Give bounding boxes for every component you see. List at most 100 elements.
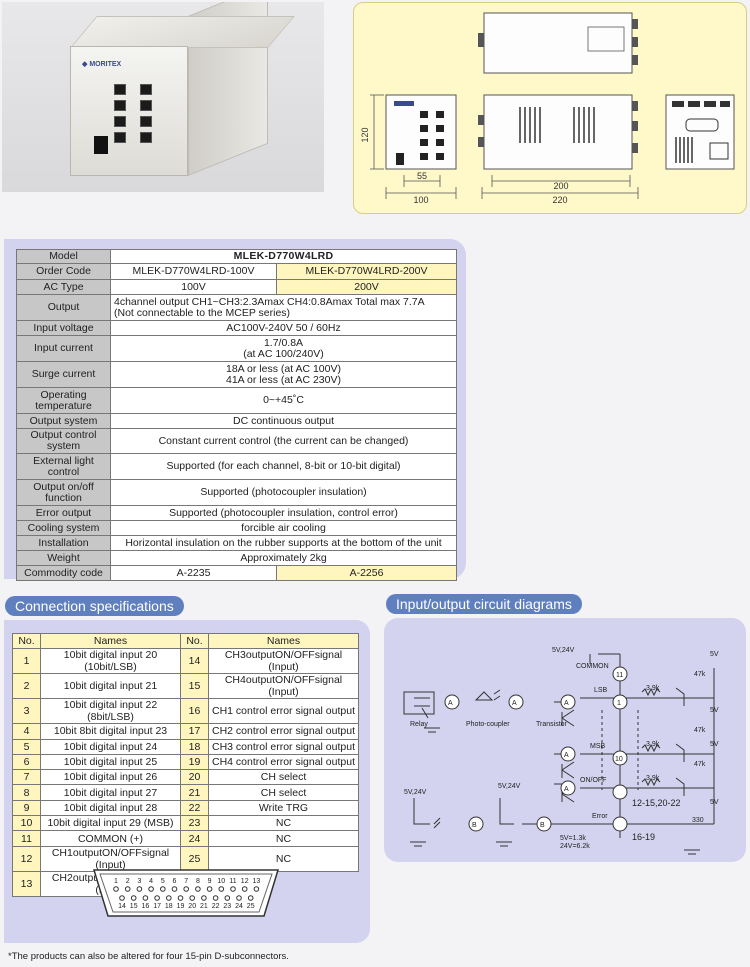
connector-pin [206, 886, 213, 892]
connector-pin-label: 2 [126, 878, 130, 885]
spec-model-value: MLEK-D770W4LRD [110, 249, 457, 264]
connector-pin [154, 895, 160, 901]
footnote: *The products can also be altered for fo… [8, 951, 289, 962]
pin-name: 10bit digital input 28 [40, 799, 181, 817]
connector-pin-label: 8 [196, 878, 200, 885]
dim-100: 100 [413, 195, 428, 205]
connector-pin [212, 895, 219, 901]
connector-pin-label: 12 [241, 878, 249, 885]
pin-number: 11 [12, 830, 41, 847]
connector-pin-label: 17 [153, 903, 161, 910]
pin-header-names-right: Names [208, 632, 359, 650]
connector-pin [166, 895, 172, 901]
connector-pin-label: 19 [177, 903, 185, 910]
connector-pin-label: 24 [235, 903, 243, 910]
io-label-n11: 11 [616, 672, 623, 679]
io-label-5v-4: 5V [710, 799, 719, 806]
spec-error-value: Supported (photocoupler insulation, cont… [110, 505, 457, 521]
pin-number: 5 [12, 738, 41, 755]
dim-220: 220 [552, 195, 567, 205]
io-label-a-photo: A [512, 700, 517, 707]
spec-order-code-200: MLEK-D770W4LRD-200V [276, 263, 457, 280]
connector-pin [230, 886, 236, 892]
unit-switch [140, 100, 152, 111]
pin-number: 1 [12, 648, 41, 675]
io-circuit-title: Input/output circuit diagrams [386, 594, 582, 614]
io-label-onoff: ON/OFF [580, 777, 606, 784]
connector-pin [124, 886, 131, 892]
pin-name: Write TRG [208, 799, 359, 817]
dim-200: 200 [553, 181, 568, 191]
spec-label-output-system: Output system [16, 413, 111, 429]
io-label-r330: 330 [692, 817, 704, 824]
connector-pin-label: 25 [247, 903, 255, 910]
pin-name: 10bit 8bit digital input 23 [40, 723, 181, 740]
spec-ac-200: 200V [276, 279, 457, 295]
pin-name: 10bit digital input 26 [40, 769, 181, 786]
io-label-msb: MSB [590, 743, 606, 750]
spec-label-installation: Installation [16, 535, 111, 551]
spec-installation-value: Horizontal insulation on the rubber supp… [110, 535, 457, 551]
io-label-res-note2: 24V=6.2k [560, 843, 590, 850]
connector-pin [160, 886, 166, 892]
pin-header-no-right: No. [180, 632, 209, 650]
connector-pin [136, 886, 143, 892]
io-label-n1: 1 [617, 700, 621, 707]
io-label-a-relay: A [448, 700, 453, 707]
pin-name: 10bit digital input 22 (8bit/LSB) [40, 698, 181, 725]
io-label-v524-mid: 5V,24V [498, 783, 521, 790]
pin-name: CH select [208, 784, 359, 801]
spec-output-line2: (Not connectable to the MCEP series) [114, 306, 291, 319]
connector-pin [241, 886, 248, 892]
connector-pin-label: 9 [208, 878, 212, 885]
io-label-lsb: LSB [594, 687, 608, 694]
pin-number: 23 [180, 815, 209, 832]
pin-number: 3 [12, 698, 41, 725]
connector-pin [142, 895, 149, 901]
connector-pin-label: 22 [212, 903, 220, 910]
connector-pin-label: 11 [229, 878, 236, 885]
pin-number: 21 [180, 784, 209, 801]
unit-switch [114, 116, 126, 127]
unit-switch [140, 132, 152, 143]
spec-input-current-value: 1.7/0.8A (at AC 100/240V) [110, 335, 457, 362]
io-label-r39k-1: 3.9k [646, 685, 660, 692]
io-label-b-mid: B [540, 822, 545, 829]
io-label-5v-3: 5V [710, 741, 719, 748]
connector-pin-label: 13 [253, 878, 261, 885]
spec-cooling-value: forcible air cooling [110, 520, 457, 536]
pin-number: 24 [180, 830, 209, 847]
connector-pin [247, 895, 254, 901]
connector-pin [201, 895, 207, 901]
io-label-r47k-1: 47k [694, 671, 706, 678]
connector-pin-label: 15 [130, 903, 138, 910]
spec-ext-light-value: Supported (for each channel, 8-bit or 10… [110, 453, 457, 480]
spec-label-cooling: Cooling system [16, 520, 111, 536]
unit-switch [114, 100, 126, 111]
spec-output-system-value: DC continuous output [110, 413, 457, 429]
spec-order-code-100: MLEK-D770W4LRD-100V [110, 263, 277, 280]
pin-name: CH3 control error signal output [208, 738, 359, 755]
dsub-connector-outline [92, 869, 280, 917]
pin-number: 10 [12, 815, 41, 832]
pin-number: 20 [180, 769, 209, 786]
io-label-a-transistor: A [564, 700, 569, 707]
connector-pin-label: 23 [223, 903, 231, 910]
spec-input-current-line1: 1.7/0.8A [263, 336, 304, 349]
unit-top-panel [70, 16, 295, 48]
connector-pin-label: 10 [217, 878, 225, 885]
pin-name: CH2 control error signal output [208, 723, 359, 740]
spec-label-weight: Weight [16, 550, 111, 566]
io-label-n10: 10 [615, 756, 623, 763]
pin-number: 6 [12, 753, 41, 771]
connector-pin [130, 895, 137, 901]
dimension-drawing-svg: 120 55 100 200 220 [360, 12, 735, 205]
